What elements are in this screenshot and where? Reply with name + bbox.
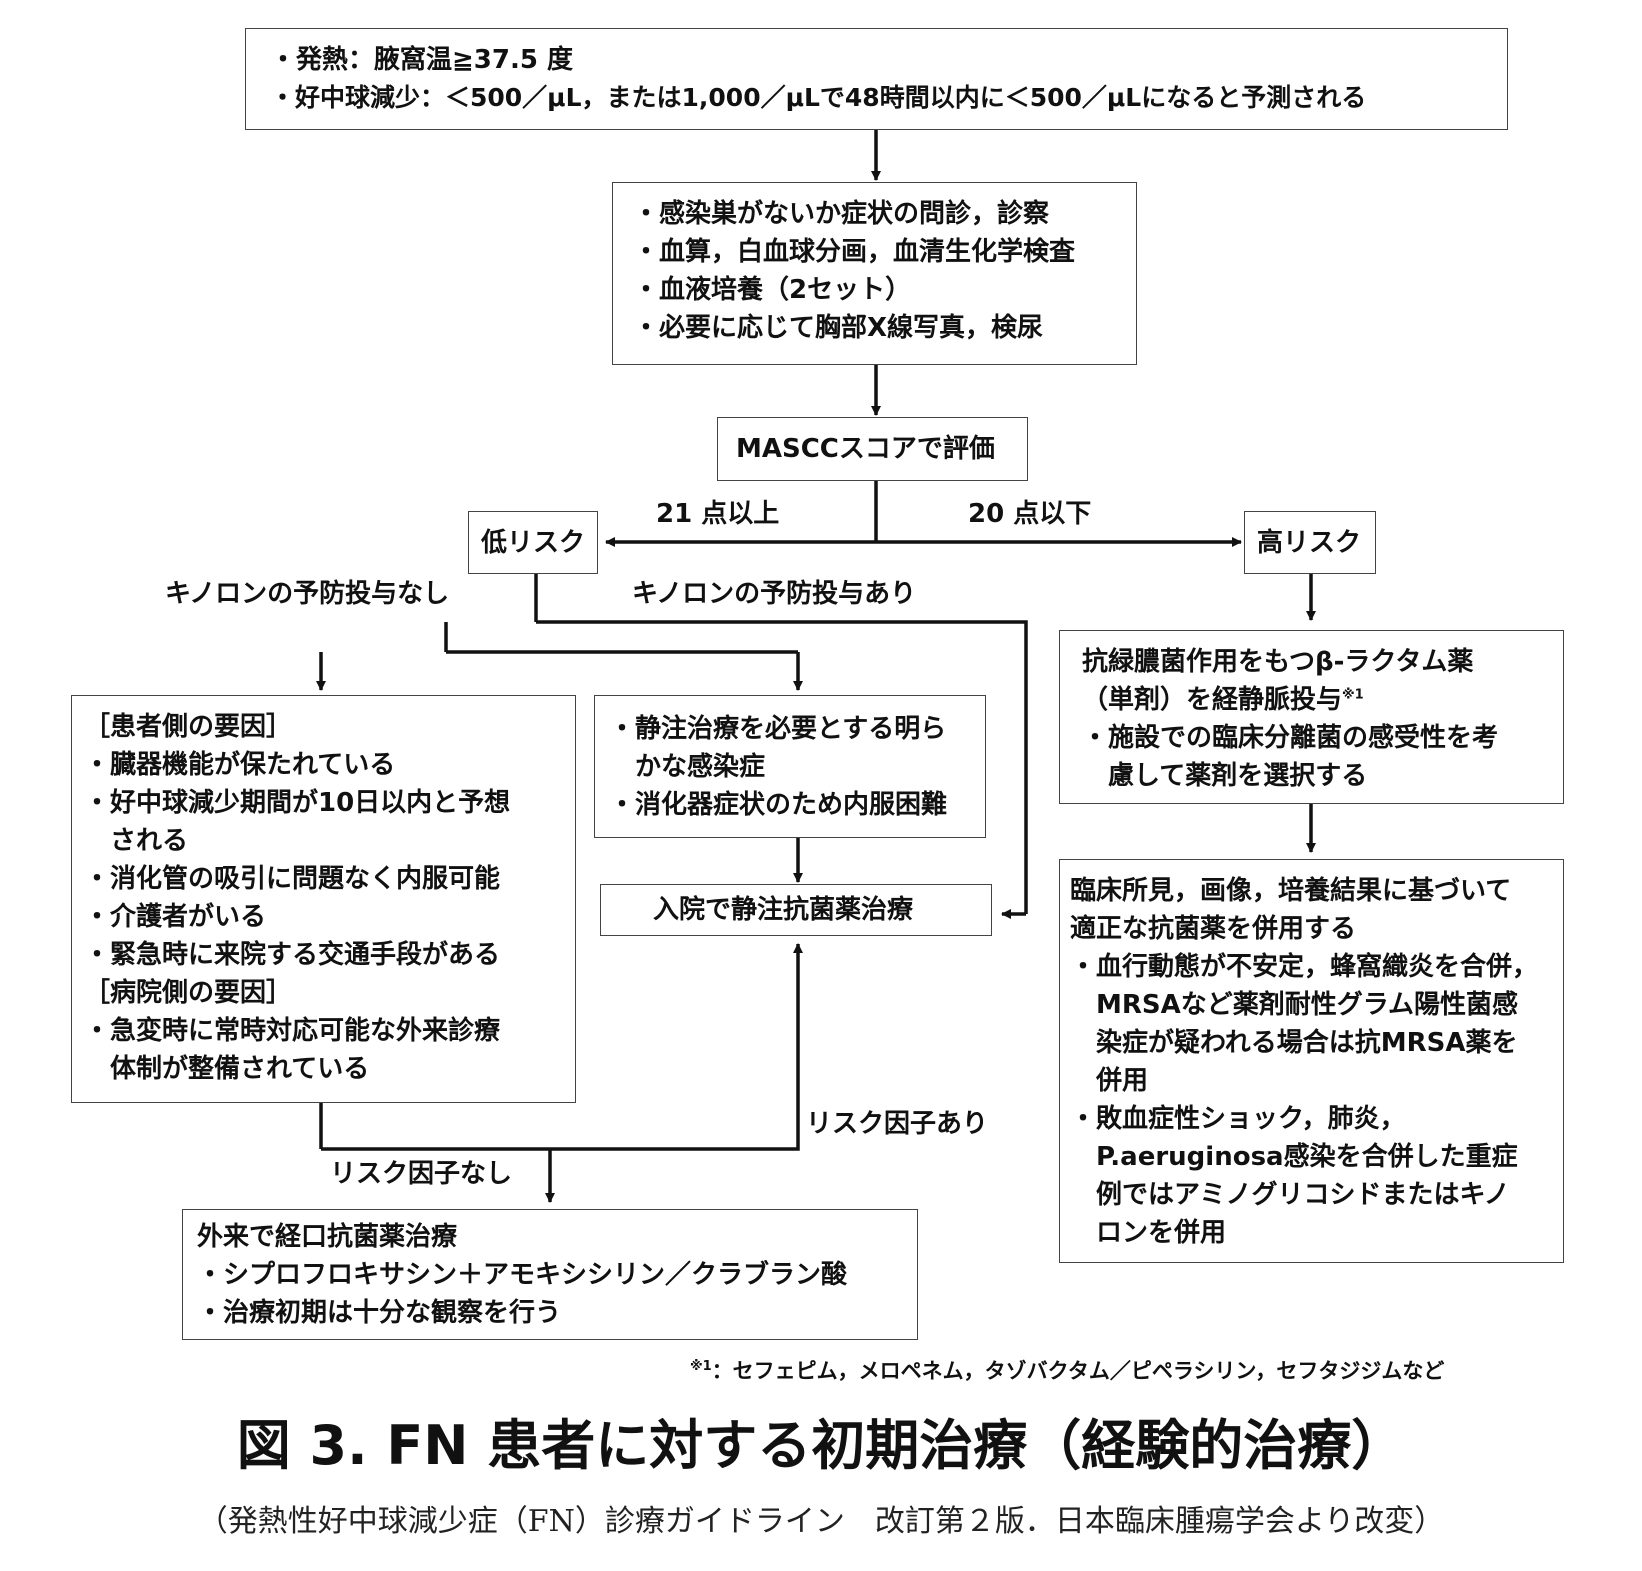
outpatient-line-1: 外来で経口抗菌薬治療 — [197, 1222, 458, 1252]
low-risk-label: 低リスク — [481, 528, 586, 558]
node-adjunct-antibiotics: 臨床所見，画像，培養結果に基づいて 適正な抗菌薬を併用する ・血行動態が不安定，… — [1059, 859, 1564, 1263]
adjunct-line-1: 臨床所見，画像，培養結果に基づいて — [1070, 876, 1512, 906]
label-quinolone: キノロンの予防投与あり — [632, 579, 917, 609]
edge-risk-present-up — [321, 943, 803, 1151]
footnote: ※1：セフェピム，メロペネム，タゾバクタム／ピペラシリン，セフタジジムなど — [690, 1355, 1444, 1385]
node-low-risk-factors: ［患者側の要因］ ・臓器機能が保たれている ・好中球減少期間が10日以内と予想 … — [71, 695, 576, 1103]
adjunct-line-9: 例ではアミノグリコシドまたはキノ — [1070, 1180, 1510, 1210]
node-initial-workup: ・感染巣がないか症状の問診，診察 ・血算，白血球分画，血清生化学検査 ・血液培養… — [612, 182, 1137, 365]
footnote-ref: ※1 — [1342, 687, 1364, 703]
mascc-label: MASCCスコアで評価 — [736, 434, 995, 464]
iv-line-3: ・消化器症状のため内服困難 — [609, 790, 948, 820]
node-fever-neutropenia-criteria: ・発熱：腋窩温≧37.5 度 ・好中球減少：＜500／μL，または1,000／μ… — [245, 28, 1508, 130]
workup-line-3: ・血液培養（2セット） — [633, 275, 912, 305]
adjunct-line-7: ・敗血症性ショック，肺炎， — [1070, 1104, 1406, 1134]
high-risk-label: 高リスク — [1257, 528, 1362, 558]
factor-line-9: ・急変時に常時対応可能な外来診療 — [84, 1016, 501, 1046]
beta-line-2: （単剤）を経静脈投与※1 — [1082, 681, 1364, 719]
adjunct-line-5: 染症が疑われる場合は抗MRSA薬を — [1070, 1028, 1518, 1058]
adjunct-line-3: ・血行動態が不安定，蜂窩織炎を合併， — [1070, 952, 1539, 982]
factor-line-10: 体制が整備されている — [84, 1054, 370, 1084]
node-inpatient-iv-treatment: 入院で静注抗菌薬治療 — [600, 884, 992, 936]
node-outpatient-oral-treatment: 外来で経口抗菌薬治療 ・シプロフロキサシン＋アモキシシリン／クラブラン酸 ・治療… — [182, 1209, 918, 1340]
factor-line-6: ・介護者がいる — [84, 902, 267, 932]
workup-line-4: ・必要に応じて胸部X線写真，検尿 — [633, 313, 1044, 343]
adjunct-line-4: MRSAなど薬剤耐性グラム陽性菌感 — [1070, 990, 1518, 1020]
factor-line-3: ・好中球減少期間が10日以内と予想 — [84, 788, 511, 818]
figure-title: 図 3. FN 患者に対する初期治療（経験的治療） — [236, 1414, 1406, 1477]
node-high-risk: 高リスク — [1244, 511, 1376, 574]
iv-line-1: ・静注治療を必要とする明ら — [609, 714, 947, 744]
label-score-20-minus: 20 点以下 — [968, 499, 1092, 529]
criteria-line-neutropenia: ・好中球減少：＜500／μL，または1,000／μLで48時間以内に＜500／μ… — [270, 83, 1367, 112]
beta-line-2-text: （単剤）を経静脈投与 — [1082, 685, 1343, 715]
beta-line-4: 慮して薬剤を選択する — [1082, 761, 1368, 791]
label-score-21-plus: 21 点以上 — [656, 499, 780, 529]
node-mascc-score: MASCCスコアで評価 — [717, 417, 1028, 481]
label-risk-absent: リスク因子なし — [330, 1159, 513, 1189]
footnote-text: ：セフェピム，メロペネム，タゾバクタム／ピペラシリン，セフタジジムなど — [711, 1359, 1445, 1383]
inpatient-label: 入院で静注抗菌薬治療 — [653, 895, 914, 925]
node-iv-indication: ・静注治療を必要とする明ら かな感染症 ・消化器症状のため内服困難 — [594, 695, 986, 838]
factor-line-1: ［患者側の要因］ — [84, 712, 293, 742]
node-beta-lactam-therapy: 抗緑膿菌作用をもつβ-ラクタム薬 （単剤）を経静脈投与※1 ・施設での臨床分離菌… — [1059, 630, 1564, 804]
beta-line-1: 抗緑膿菌作用をもつβ-ラクタム薬 — [1082, 647, 1474, 677]
footnote-mark: ※1 — [690, 1359, 712, 1374]
beta-line-3: ・施設での臨床分離菌の感受性を考 — [1082, 723, 1499, 753]
factor-line-7: ・緊急時に来院する交通手段がある — [84, 940, 501, 970]
adjunct-line-6: 併用 — [1070, 1066, 1149, 1096]
factor-line-4: される — [84, 826, 189, 856]
criteria-line-fever: ・発熱：腋窩温≧37.5 度 — [270, 45, 573, 75]
label-no-quinolone: キノロンの予防投与なし — [165, 579, 450, 609]
factor-line-5: ・消化管の吸引に問題なく内服可能 — [84, 864, 501, 894]
outpatient-line-3: ・治療初期は十分な観察を行う — [197, 1298, 562, 1328]
workup-line-1: ・感染巣がないか症状の問診，診察 — [633, 199, 1050, 229]
node-low-risk: 低リスク — [468, 511, 598, 574]
figure-source: （発熱性好中球減少症（FN）診療ガイドライン 改訂第２版．日本臨床腫瘍学会より改… — [197, 1504, 1445, 1539]
factor-line-8: ［病院側の要因］ — [84, 978, 293, 1008]
iv-line-2: かな感染症 — [609, 752, 766, 782]
outpatient-line-2: ・シプロフロキサシン＋アモキシシリン／クラブラン酸 — [197, 1260, 848, 1290]
adjunct-line-10: ロンを併用 — [1070, 1218, 1227, 1248]
workup-line-2: ・血算，白血球分画，血清生化学検査 — [633, 237, 1076, 267]
label-risk-present: リスク因子あり — [806, 1109, 989, 1139]
adjunct-line-8: P.aeruginosa感染を合併した重症 — [1070, 1142, 1518, 1172]
factor-line-2: ・臓器機能が保たれている — [84, 750, 396, 780]
edge-quinolone-to-inpatient — [536, 620, 1028, 914]
adjunct-line-2: 適正な抗菌薬を併用する — [1070, 914, 1357, 944]
